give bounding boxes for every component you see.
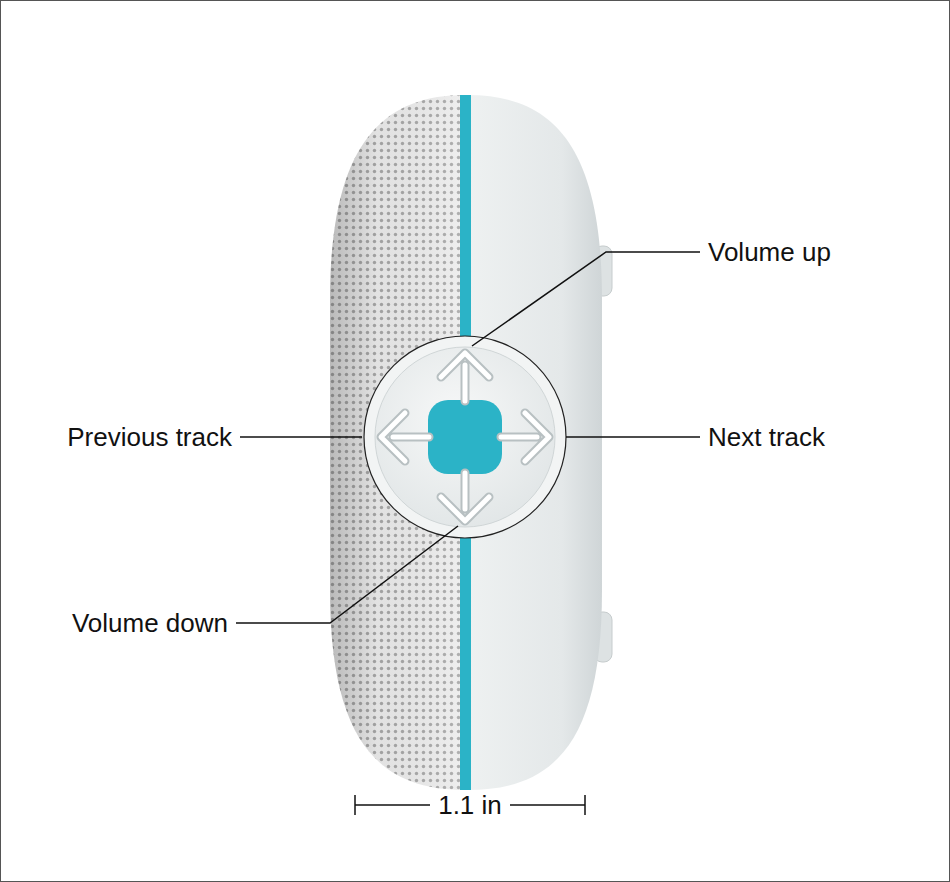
direction-arrows [381,353,549,521]
control-pad [364,336,566,538]
control-label: Volume up [708,237,831,267]
arrow-down [441,473,489,521]
leader-line [240,436,362,438]
leader-line [566,436,700,438]
control-pad-inner [375,347,555,527]
control-label: Previous track [67,422,232,452]
leader-line [472,252,700,346]
arrow-up [441,353,489,401]
control-label: Volume down [72,608,228,638]
leader-line [236,526,458,623]
arrow-right [501,413,549,461]
leader-lines [236,252,700,623]
arrow-left [381,413,429,461]
dimension-label: 1.1 in [430,790,510,820]
center-button [428,400,502,474]
control-label: Next track [708,422,825,452]
